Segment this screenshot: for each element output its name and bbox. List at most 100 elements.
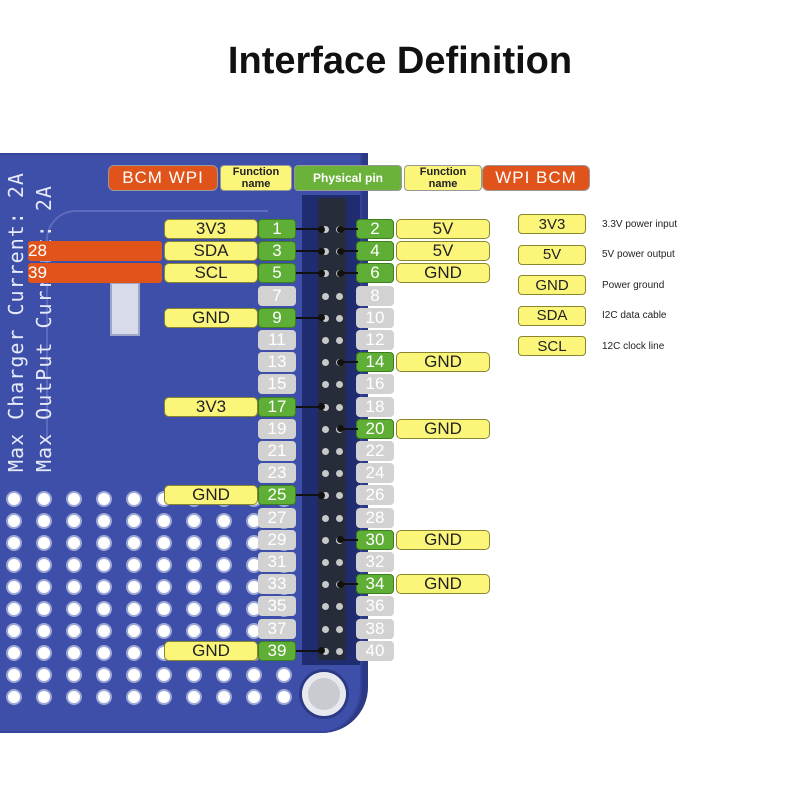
board-hole bbox=[128, 581, 140, 593]
board-hole bbox=[128, 515, 140, 527]
board-hole bbox=[98, 581, 110, 593]
board-hole bbox=[98, 559, 110, 571]
mounting-hole bbox=[302, 672, 346, 716]
pin-31: 31 bbox=[258, 552, 296, 572]
header-pin-dot bbox=[336, 647, 343, 655]
pin-33: 33 bbox=[258, 574, 296, 595]
board-hole bbox=[188, 537, 200, 549]
board-hole bbox=[158, 603, 170, 615]
board-hole bbox=[38, 691, 50, 703]
board-hole bbox=[8, 493, 20, 505]
board-hole bbox=[38, 625, 50, 637]
board-hole bbox=[8, 669, 20, 681]
header-pin-dot bbox=[336, 470, 343, 478]
pin-5: 5 bbox=[258, 263, 296, 284]
board-hole bbox=[188, 603, 200, 615]
pin-24: 24 bbox=[356, 463, 394, 484]
board-hole bbox=[98, 603, 110, 615]
function-label-gnd: GND bbox=[396, 352, 490, 373]
pin-7: 7 bbox=[258, 285, 296, 306]
legend-description: 12C clock line bbox=[602, 340, 665, 352]
header-pin-dot bbox=[322, 603, 329, 611]
board-hole bbox=[248, 515, 260, 527]
board-hole bbox=[128, 537, 140, 549]
board-hole bbox=[8, 603, 20, 615]
pin-38: 38 bbox=[356, 618, 394, 639]
header-pin-dot bbox=[336, 448, 343, 455]
bcm-number: 2 bbox=[28, 241, 38, 261]
function-label-gnd: GND bbox=[164, 307, 258, 328]
board-hole bbox=[8, 559, 20, 571]
pin-connector bbox=[340, 228, 358, 230]
header-pin-dot bbox=[322, 492, 329, 500]
header-pin-dot bbox=[322, 425, 329, 433]
board-hole bbox=[128, 603, 140, 615]
wpi-number: 9 bbox=[37, 263, 47, 283]
board-hole bbox=[278, 691, 290, 703]
header-pin-dot bbox=[322, 337, 329, 344]
header-pin-dot bbox=[336, 314, 343, 322]
board-hole bbox=[68, 669, 80, 681]
header-pin-dot bbox=[322, 359, 329, 367]
header-pin-dot bbox=[322, 514, 329, 522]
board-hole bbox=[218, 691, 230, 703]
pin-connector-end bbox=[337, 536, 344, 544]
pin-connector bbox=[296, 228, 322, 230]
legend-label-5v: 5V bbox=[518, 244, 586, 265]
header-function-left: Function name bbox=[220, 165, 292, 191]
header-pin-dot bbox=[322, 625, 329, 633]
board-hole bbox=[158, 515, 170, 527]
pin-8: 8 bbox=[356, 285, 394, 306]
pin-2: 2 bbox=[356, 219, 394, 239]
function-label-gnd: GND bbox=[164, 640, 258, 661]
header-wpi-bcm-right: WPI BCM bbox=[482, 165, 590, 191]
pin-connector bbox=[340, 272, 358, 275]
pin-22: 22 bbox=[356, 441, 394, 461]
board-hole bbox=[128, 691, 140, 703]
bcm-number: 3 bbox=[28, 263, 38, 283]
header-pin-dot bbox=[322, 270, 329, 278]
board-hole bbox=[8, 537, 20, 549]
pin-12: 12 bbox=[356, 330, 394, 350]
board-hole bbox=[248, 691, 260, 703]
board-hole bbox=[248, 603, 260, 615]
pin-15: 15 bbox=[258, 374, 296, 395]
legend-description: 3.3V power input bbox=[602, 218, 678, 230]
board-hole bbox=[158, 537, 170, 549]
wpi-number: 8 bbox=[37, 241, 47, 261]
header-pin-dot bbox=[336, 381, 343, 389]
board-hole bbox=[218, 581, 230, 593]
pin-9: 9 bbox=[258, 307, 296, 328]
pin-29: 29 bbox=[258, 529, 296, 550]
header-pin-dot bbox=[336, 292, 343, 300]
board-hole bbox=[248, 559, 260, 571]
pin-17: 17 bbox=[258, 396, 296, 417]
header-physical-pin: Physical pin bbox=[294, 165, 402, 191]
header-pin-dot bbox=[336, 514, 343, 522]
pin-connector bbox=[296, 405, 322, 408]
pin-connector bbox=[296, 316, 322, 319]
pin-4: 4 bbox=[356, 241, 394, 262]
pin-40: 40 bbox=[356, 640, 394, 661]
pin-10: 10 bbox=[356, 307, 394, 328]
function-label-gnd: GND bbox=[396, 574, 490, 595]
board-hole bbox=[38, 537, 50, 549]
pin-connector bbox=[340, 583, 358, 586]
header-pin-dot bbox=[336, 492, 343, 500]
board-hole bbox=[8, 581, 20, 593]
board-hole bbox=[68, 603, 80, 615]
pin-connector-end bbox=[318, 225, 325, 233]
board-hole bbox=[248, 625, 260, 637]
board-hole bbox=[188, 515, 200, 527]
pin-26: 26 bbox=[356, 485, 394, 506]
board-hole bbox=[38, 603, 50, 615]
board-hole bbox=[38, 647, 50, 659]
pin-18: 18 bbox=[356, 396, 394, 417]
board-hole bbox=[38, 493, 50, 505]
board-hole bbox=[248, 537, 260, 549]
board-hole bbox=[128, 559, 140, 571]
board-hole bbox=[128, 669, 140, 681]
board-hole bbox=[188, 559, 200, 571]
